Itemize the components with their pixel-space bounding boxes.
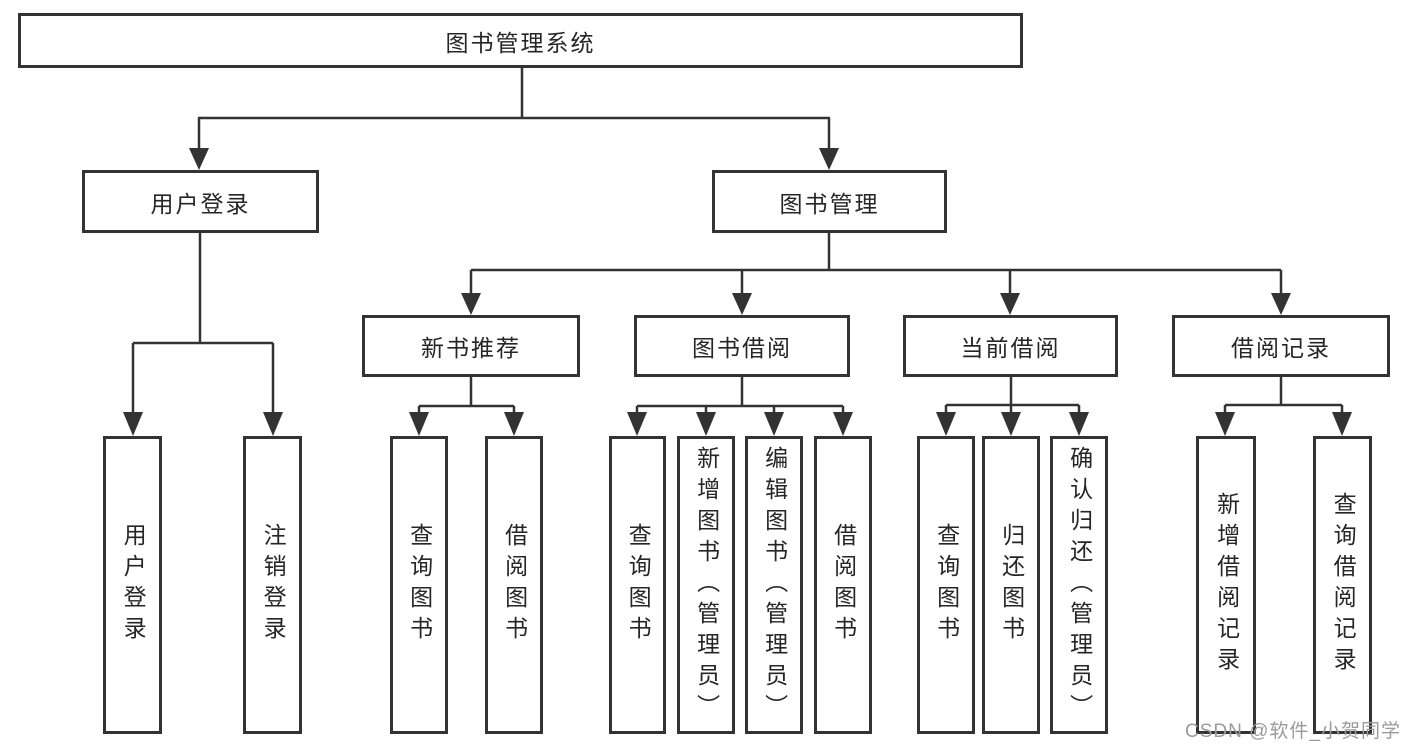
leaf-borrow-book-1: 借阅图书 <box>485 436 543 734</box>
leaf-edit-book-label: 编辑图书（管理员） <box>761 445 788 725</box>
leaf-query-borrow-record-label: 查询借阅记录 <box>1330 492 1357 678</box>
node-book-borrow: 图书借阅 <box>634 315 850 377</box>
leaf-query-book-1-label: 查询图书 <box>406 523 433 647</box>
node-borrow-records-label: 借阅记录 <box>1231 335 1331 361</box>
node-book-management-label: 图书管理 <box>779 190 880 217</box>
leaf-query-book-1: 查询图书 <box>390 436 448 734</box>
leaf-add-book-label: 新增图书（管理员） <box>693 445 720 725</box>
node-borrow-records: 借阅记录 <box>1172 315 1390 377</box>
csdn-watermark: CSDN @软件_小贺同学 <box>1185 721 1401 742</box>
node-current-borrow: 当前借阅 <box>903 315 1118 377</box>
leaf-add-borrow-record-label: 新增借阅记录 <box>1213 492 1240 678</box>
leaf-query-book-3: 查询图书 <box>917 436 975 734</box>
leaf-query-book-3-label: 查询图书 <box>933 523 960 647</box>
leaf-query-borrow-record: 查询借阅记录 <box>1313 436 1372 734</box>
node-user-login-label: 用户登录 <box>150 190 251 217</box>
leaf-user-login: 用户登录 <box>103 436 162 734</box>
node-book-management: 图书管理 <box>712 170 947 233</box>
node-user-login: 用户登录 <box>82 170 319 233</box>
node-book-borrow-label: 图书借阅 <box>692 335 792 361</box>
leaf-query-book-2-label: 查询图书 <box>625 523 652 647</box>
node-root: 图书管理系统 <box>18 13 1023 68</box>
leaf-confirm-return-label: 确认归还（管理员） <box>1066 445 1093 725</box>
leaf-borrow-book-2-label: 借阅图书 <box>830 523 857 647</box>
leaf-logout-label: 注销登录 <box>260 523 287 647</box>
leaf-add-borrow-record: 新增借阅记录 <box>1196 436 1256 734</box>
leaf-add-book: 新增图书（管理员） <box>677 436 735 734</box>
leaf-query-book-2: 查询图书 <box>609 436 666 734</box>
node-root-label: 图书管理系统 <box>445 29 596 56</box>
leaf-edit-book: 编辑图书（管理员） <box>745 436 803 734</box>
leaf-logout: 注销登录 <box>243 436 302 734</box>
node-new-book-recommend-label: 新书推荐 <box>421 335 521 361</box>
node-new-book-recommend: 新书推荐 <box>362 315 580 377</box>
leaf-return-book: 归还图书 <box>982 436 1040 734</box>
leaf-user-login-label: 用户登录 <box>120 523 147 647</box>
leaf-confirm-return: 确认归还（管理员） <box>1050 436 1108 734</box>
leaf-borrow-book-1-label: 借阅图书 <box>501 523 528 647</box>
leaf-borrow-book-2: 借阅图书 <box>814 436 872 734</box>
leaf-return-book-label: 归还图书 <box>998 523 1025 647</box>
node-current-borrow-label: 当前借阅 <box>960 335 1061 361</box>
